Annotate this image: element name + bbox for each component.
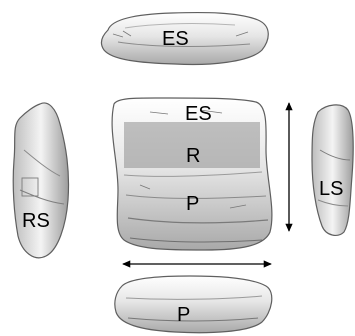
top-view-fragment: ES (101, 13, 268, 65)
label-center-top: ES (185, 103, 212, 125)
label-center-mid: R (186, 145, 200, 167)
label-top: ES (162, 28, 189, 50)
label-center-bottom: P (186, 193, 199, 215)
label-bottom: P (177, 304, 190, 326)
right-view-fragment: LS (312, 105, 353, 235)
left-view-fragment: RS (13, 103, 68, 258)
label-right: LS (319, 178, 343, 200)
center-view-fragment: ES R P (112, 98, 272, 250)
bottom-view-fragment: P (115, 276, 272, 333)
label-left: RS (22, 210, 50, 232)
